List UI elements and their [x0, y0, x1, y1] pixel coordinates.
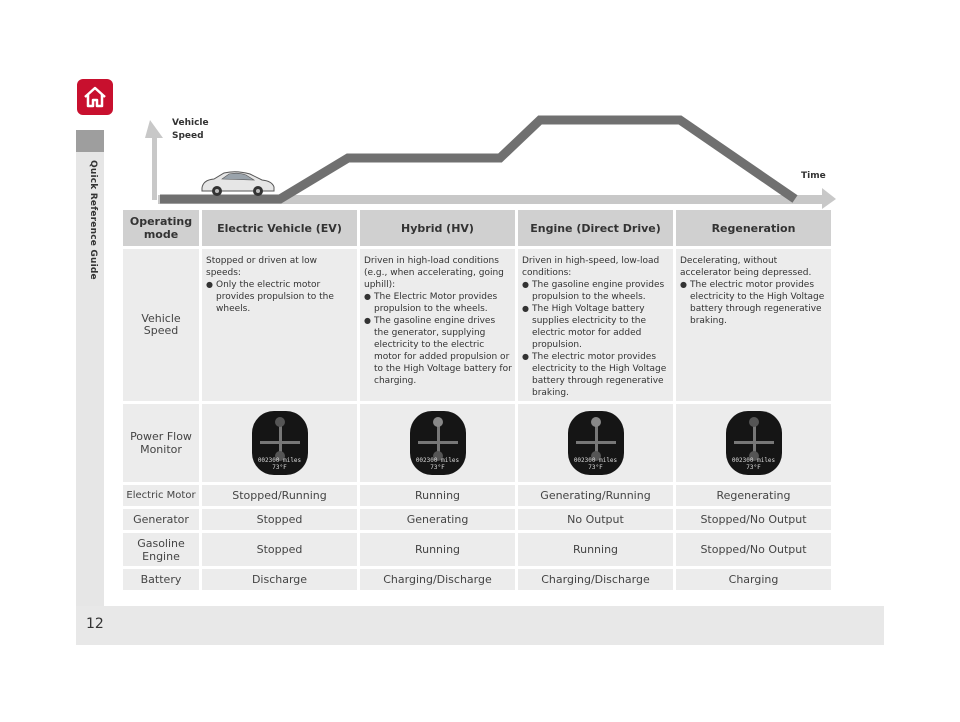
odometer-text: 002300 miles: [731, 457, 776, 464]
ev-description: Stopped or driven at low speeds: Only th…: [202, 249, 357, 401]
table-cell: Stopped: [202, 533, 357, 566]
ev-intro: Stopped or driven at low speeds:: [206, 256, 317, 278]
vehicle-speed-row: Vehicle Speed Stopped or driven at low s…: [123, 249, 833, 401]
header-regeneration: Regeneration: [676, 210, 831, 246]
side-tab-bar: [76, 130, 104, 606]
engine-intro: Driven in high-speed, low-load condition…: [522, 256, 660, 278]
ev-bullet: Only the electric motor provides propuls…: [206, 279, 354, 315]
odometer-text: 002300 miles: [573, 457, 618, 464]
side-section-label: Quick Reference Guide: [88, 160, 98, 280]
odometer-text: 002300 miles: [415, 457, 460, 464]
regen-intro: Decelerating, without accelerator being …: [680, 256, 812, 278]
car-icon: [201, 171, 275, 196]
engine-bullet: The High Voltage battery supplies electr…: [522, 303, 670, 351]
speed-time-illustration: [130, 110, 850, 210]
row-label-power-flow-monitor: Power Flow Monitor: [123, 404, 199, 482]
table-cell: Stopped/Running: [202, 485, 357, 506]
electric-motor-row: Electric Motor Stopped/Running Running G…: [123, 485, 833, 506]
odometer-text: 002300 miles: [257, 457, 302, 464]
y-axis-label: Vehicle Speed: [172, 118, 209, 141]
table-cell: Running: [360, 533, 515, 566]
table-cell: Running: [518, 533, 673, 566]
table-cell: Running: [360, 485, 515, 506]
row-label-gasoline-engine: Gasoline Engine: [123, 533, 199, 566]
regen-description: Decelerating, without accelerator being …: [676, 249, 831, 401]
y-axis-arrow: [145, 120, 163, 200]
table-cell: Charging: [676, 569, 831, 590]
hv-bullet: The Electric Motor provides propulsion t…: [364, 291, 512, 315]
table-cell: Generating: [360, 509, 515, 530]
row-label-electric-motor: Electric Motor: [123, 485, 199, 506]
home-button[interactable]: [77, 79, 113, 115]
header-hv: Hybrid (HV): [360, 210, 515, 246]
row-label-vehicle-speed: Vehicle Speed: [123, 249, 199, 401]
table-cell: No Output: [518, 509, 673, 530]
side-tab-marker[interactable]: [76, 130, 104, 152]
x-axis-arrow: [158, 188, 836, 209]
generator-row: Generator Stopped Generating No Output S…: [123, 509, 833, 530]
table-cell: Stopped: [202, 509, 357, 530]
table-cell: Charging/Discharge: [518, 569, 673, 590]
hv-intro: Driven in high-load conditions (e.g., wh…: [364, 256, 504, 290]
gasoline-engine-row: Gasoline Engine Stopped Running Running …: [123, 533, 833, 566]
temperature-text: 73°F: [272, 464, 287, 471]
table-cell: Charging/Discharge: [360, 569, 515, 590]
row-label-generator: Generator: [123, 509, 199, 530]
temperature-text: 73°F: [430, 464, 445, 471]
footer-band: [76, 606, 884, 645]
header-operating-mode: Operating mode: [123, 210, 199, 246]
temperature-text: 73°F: [746, 464, 761, 471]
operating-mode-table: Operating mode Electric Vehicle (EV) Hyb…: [123, 210, 833, 593]
engine-description: Driven in high-speed, low-load condition…: [518, 249, 673, 401]
row-label-battery: Battery: [123, 569, 199, 590]
x-axis-label: Time: [801, 171, 826, 181]
temperature-text: 73°F: [588, 464, 603, 471]
regen-bullet: The electric motor provides electricity …: [680, 279, 828, 327]
page-number: 12: [86, 616, 104, 632]
home-icon: [84, 86, 106, 108]
table-header-row: Operating mode Electric Vehicle (EV) Hyb…: [123, 210, 833, 246]
header-ev: Electric Vehicle (EV): [202, 210, 357, 246]
table-cell: Stopped/No Output: [676, 509, 831, 530]
table-cell: Generating/Running: [518, 485, 673, 506]
speed-profile-graphic: [145, 115, 836, 209]
hv-description: Driven in high-load conditions (e.g., wh…: [360, 249, 515, 401]
engine-bullet: The gasoline engine provides propulsion …: [522, 279, 670, 303]
engine-bullet: The electric motor provides electricity …: [522, 351, 670, 399]
table-cell: Discharge: [202, 569, 357, 590]
table-cell: Stopped/No Output: [676, 533, 831, 566]
header-engine: Engine (Direct Drive): [518, 210, 673, 246]
hv-bullet: The gasoline engine drives the generator…: [364, 315, 512, 387]
speed-curve: [160, 115, 798, 204]
table-cell: Regenerating: [676, 485, 831, 506]
battery-row: Battery Discharge Charging/Discharge Cha…: [123, 569, 833, 590]
